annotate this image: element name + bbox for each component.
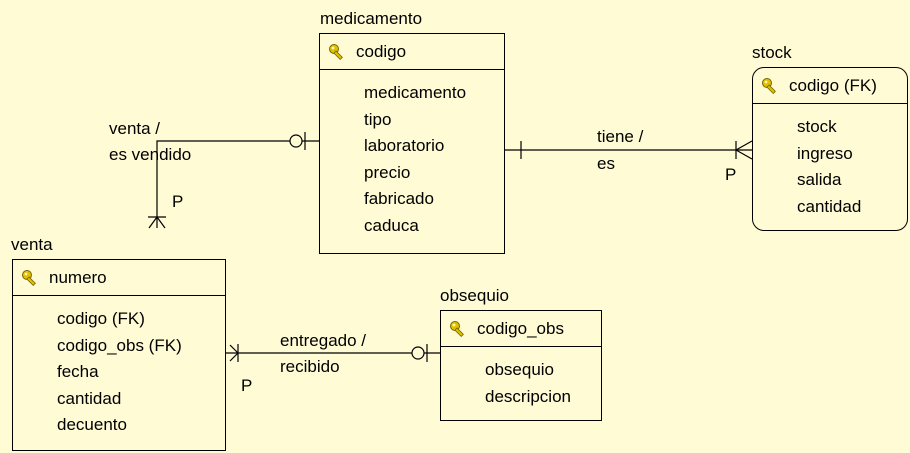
attribute: fabricado (364, 189, 434, 208)
rel-label-venta: venta / (109, 119, 161, 138)
attribute: descripcion (485, 386, 571, 406)
key-icon (761, 77, 779, 95)
entity-stock[interactable]: codigo (FK) stock ingreso salida cantida… (752, 67, 908, 231)
rel-medicamento-stock (505, 140, 753, 160)
entity-title-obsequio: obsequio (440, 286, 510, 305)
rel-label-es: es (597, 154, 615, 173)
attribute: decuento (57, 415, 127, 434)
pk-name: codigo_obs (477, 318, 564, 338)
attribute-list: medicamento tipo laboratorio precio fabr… (320, 70, 504, 239)
primary-key-row: codigo (FK) (753, 68, 907, 104)
key-icon (449, 320, 467, 338)
attribute-list: stock ingreso salida cantidad (753, 104, 907, 220)
rel-venta-obsequio (226, 344, 440, 362)
rel-marker-p: P (725, 165, 737, 184)
pk-name: codigo (FK) (789, 75, 877, 95)
attribute: caduca (364, 215, 419, 235)
attribute: cantidad (57, 388, 122, 408)
attribute: stock (797, 117, 837, 136)
rel-label-es-vendido: es vendido (109, 145, 192, 164)
pk-name: codigo (356, 41, 407, 61)
entity-title-venta: venta (11, 235, 53, 254)
attribute: codigo (FK) (57, 309, 145, 328)
entity-title-stock: stock (752, 43, 792, 62)
primary-key-row: codigo (320, 34, 504, 70)
rel-label-entregado: entregado / (280, 331, 367, 350)
attribute: cantidad (797, 196, 862, 216)
attribute: ingreso (797, 143, 853, 163)
attribute-list: codigo (FK) codigo_obs (FK) fecha cantid… (13, 296, 225, 439)
attribute: obsequio (485, 360, 555, 379)
rel-marker-p: P (241, 376, 253, 395)
attribute: fecha (57, 362, 99, 381)
attribute: precio (364, 162, 411, 182)
rel-label-recibido: recibido (280, 357, 340, 376)
rel-marker-p: P (172, 192, 184, 211)
attribute: laboratorio (364, 136, 445, 155)
key-icon (21, 269, 39, 287)
rel-venta-medicamento (148, 132, 319, 229)
pk-name: numero (49, 267, 107, 287)
attribute: medicamento (364, 83, 467, 102)
primary-key-row: codigo_obs (441, 311, 601, 347)
attribute: salida (797, 170, 842, 189)
attribute: codigo_obs (FK) (57, 335, 182, 355)
key-icon (328, 43, 346, 61)
entity-title-medicamento: medicamento (320, 9, 423, 28)
primary-key-row: numero (13, 260, 225, 296)
attribute-list: obsequio descripcion (441, 347, 601, 410)
entity-venta[interactable]: numero codigo (FK) codigo_obs (FK) fecha… (12, 259, 226, 451)
rel-label-tiene: tiene / (597, 127, 644, 146)
entity-medicamento[interactable]: codigo medicamento tipo laboratorio prec… (319, 33, 505, 254)
entity-obsequio[interactable]: codigo_obs obsequio descripcion (440, 310, 602, 421)
attribute: tipo (364, 109, 392, 129)
